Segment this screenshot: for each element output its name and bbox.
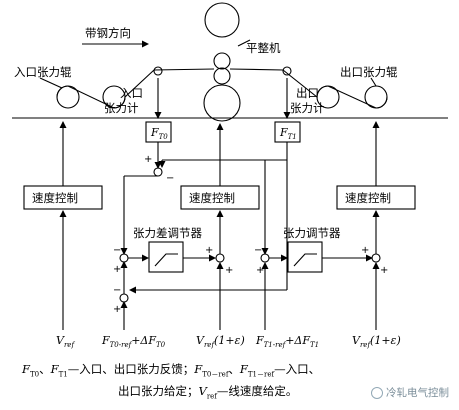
- caption-line-2: 出口张力给定；Vref—线速度给定。: [118, 384, 298, 401]
- sign-minus-ref: −: [113, 285, 121, 296]
- diff-regulator-curve: [154, 253, 178, 267]
- mill-leader: [237, 39, 251, 47]
- sign-minus-diff: −: [113, 245, 121, 256]
- sign-plus-exit-2: +: [380, 265, 388, 276]
- ft0-sum-junction: [153, 167, 163, 177]
- sign-plus-ft0: +: [144, 154, 152, 165]
- exit-bridle-leader: [370, 77, 377, 87]
- diff-regulator-label: 张力差调节器: [133, 226, 202, 240]
- sign-minus-tension: −: [254, 245, 262, 256]
- mill-label: 平整机: [246, 41, 281, 55]
- sign-plus-tension: +: [256, 265, 264, 276]
- entry-bridle-leader: [39, 77, 63, 89]
- tension-regulator-label: 张力调节器: [283, 226, 341, 240]
- tension-regulator-box: [287, 241, 323, 273]
- vref-right-label: Vref(1+ε): [352, 334, 401, 349]
- tension-regulator-curve: [293, 253, 317, 267]
- watermark: 冷轧电气控制: [371, 385, 449, 400]
- exit-meter-label-2: 张力计: [290, 101, 325, 115]
- bottom-backup-roll: [203, 84, 241, 122]
- vref-left-label: Vref: [56, 334, 75, 349]
- watermark-logo-icon: [371, 386, 383, 399]
- sign-plus-exit-1: +: [361, 245, 369, 256]
- entry-speed-control-label: 速度控制: [32, 191, 78, 205]
- ft0-box-label: FT0: [150, 126, 168, 141]
- entry-deflector-roll: [153, 66, 163, 76]
- diff-regulator-box: [148, 241, 184, 273]
- ft0-ref-label: FT0-ref+ΔFT0: [101, 334, 166, 349]
- exit-meter-label-1: 出口: [296, 86, 319, 100]
- top-backup-roll: [204, 2, 240, 38]
- entry-meter-label-2: 张力计: [104, 101, 139, 115]
- ft1-ref-label: FT1-ref+ΔFT1: [255, 334, 319, 349]
- strip-direction-label: 带钢方向: [85, 26, 131, 40]
- sign-plus-mill-1: +: [205, 245, 213, 256]
- sign-plus-diff: +: [113, 264, 121, 275]
- exit-speed-sum: [371, 253, 381, 263]
- entry-bridle-label: 入口张力辊: [14, 65, 72, 79]
- sign-plus-ref: +: [113, 304, 121, 315]
- vref-mid-label: Vref(1+ε): [196, 334, 245, 349]
- exit-speed-control-label: 速度控制: [345, 191, 391, 205]
- exit-bridle-label: 出口张力辊: [340, 65, 398, 79]
- sign-minus-ft1: −: [166, 173, 174, 184]
- mill-speed-sum: [215, 253, 225, 263]
- ft1-box-label: FT1: [279, 126, 297, 141]
- exit-deflector-roll: [282, 66, 292, 76]
- mill-speed-control-label: 速度控制: [189, 191, 235, 205]
- caption-line-1: FT0、FT1—入口、出口张力反馈；FT0－ref、FT1－ref—入口、: [22, 362, 321, 379]
- sign-plus-mill-2: +: [225, 265, 233, 276]
- watermark-text: 冷轧电气控制: [386, 387, 449, 399]
- top-work-roll: [213, 52, 231, 70]
- entry-meter-label-1: 入口: [120, 86, 143, 100]
- bottom-work-roll: [213, 67, 231, 85]
